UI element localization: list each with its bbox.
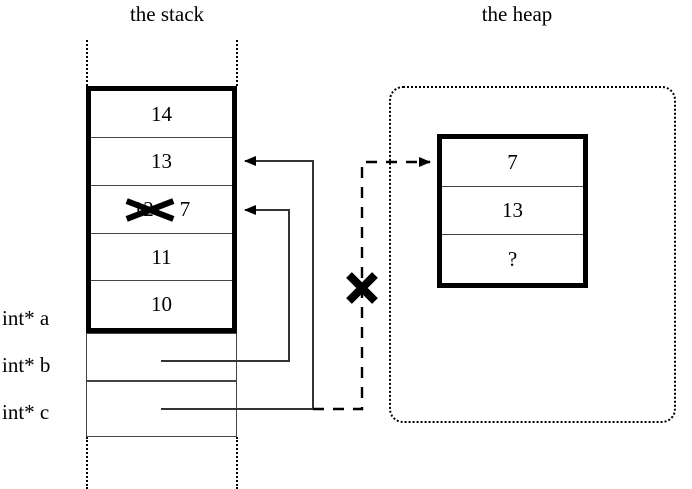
stack-cell-4: 10 (91, 281, 232, 328)
invalid-pointer-x-icon (346, 272, 378, 304)
stack-cell-2: 12 7 (91, 186, 232, 234)
heap-cell-0-value: 7 (507, 150, 518, 174)
stack-cell-1: 13 (91, 138, 232, 186)
stack-cell-4-value: 10 (151, 292, 172, 316)
stack-cell-3-value: 11 (151, 244, 172, 269)
heap-cell-2-value: ? (507, 246, 518, 271)
var-label-c: int* c (2, 400, 50, 424)
stack-frame: 14 13 12 7 11 10 (86, 86, 237, 333)
var-label-b: int* b (2, 353, 51, 377)
heap-cell-1: 13 (442, 187, 583, 235)
struck-old-value: 12 (125, 197, 175, 222)
stack-title: the stack (129, 2, 205, 26)
stack-cell-3: 11 (91, 234, 232, 281)
stack-cell-0-value: 14 (151, 101, 172, 126)
stack-slot-b (86, 333, 237, 381)
heap-cell-2: ? (442, 235, 583, 283)
stack-rail-top-right (236, 40, 238, 86)
var-label-a: int* a (2, 306, 50, 330)
stack-cell-1-value: 13 (151, 149, 172, 173)
heap-cell-1-value: 13 (502, 198, 523, 222)
heap-block: 7 13 ? (437, 134, 588, 288)
stack-cell-2-value: 7 (179, 197, 191, 221)
stack-rail-bottom-right (236, 437, 238, 489)
stack-cell-0: 14 (91, 91, 232, 138)
stack-rail-bottom-left (86, 437, 88, 489)
heap-title: the heap (481, 2, 553, 26)
stack-slot-c (86, 381, 237, 437)
stack-rail-top-left (86, 40, 88, 86)
heap-cell-0: 7 (442, 139, 583, 187)
